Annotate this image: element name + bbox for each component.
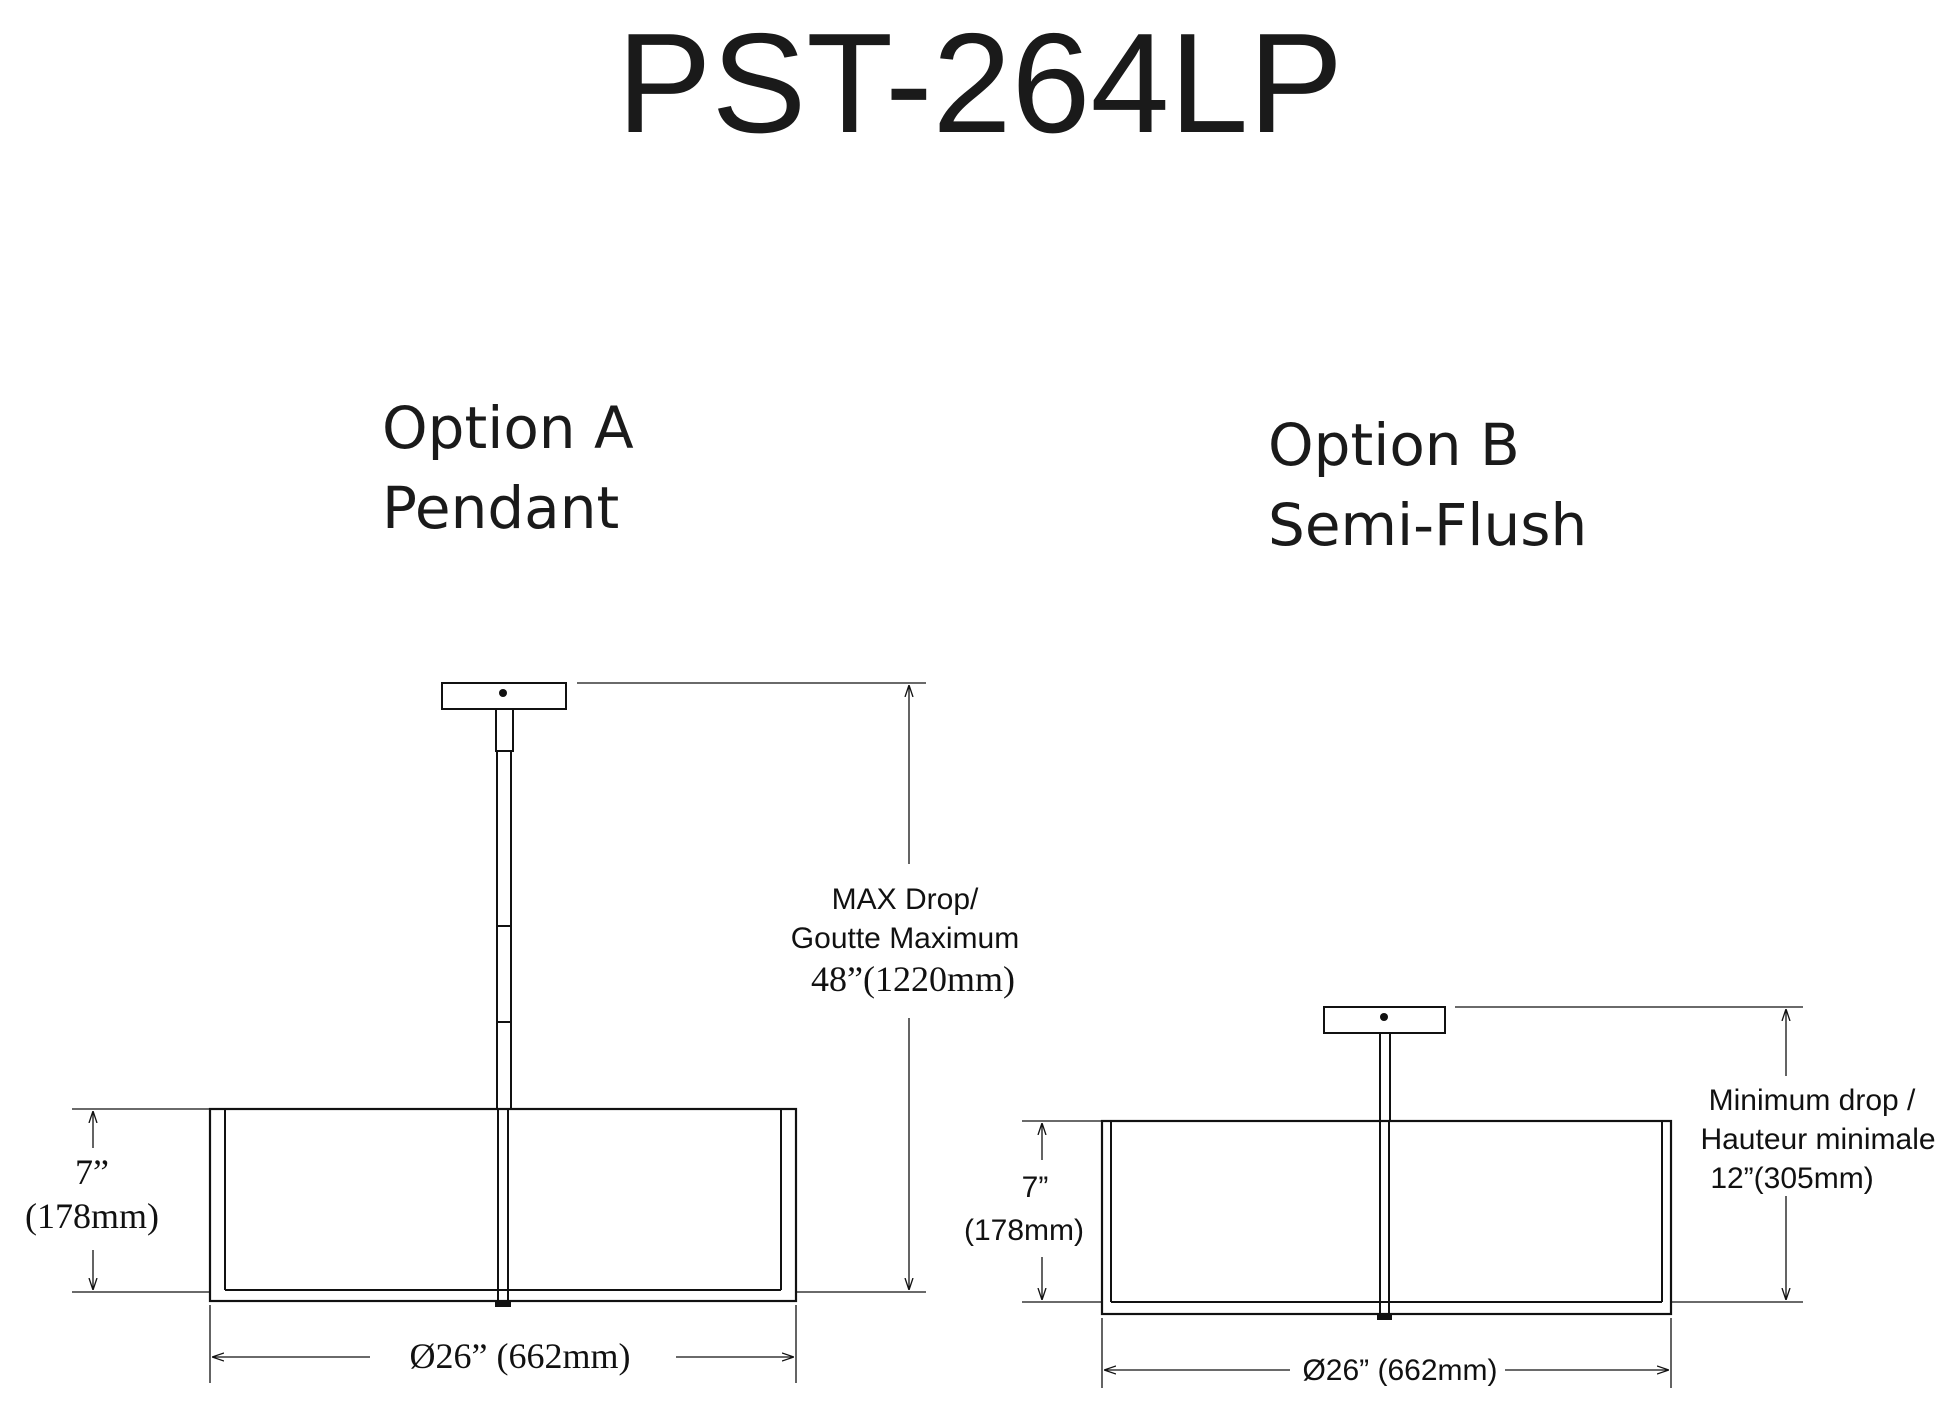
semi-flush-diameter-label: Ø26” (662mm) xyxy=(1302,1354,1497,1387)
semi-flush-shade xyxy=(1100,1119,1673,1316)
pendant-drop-label-1: MAX Drop/ xyxy=(832,883,979,916)
option-a-subtitle: Pendant xyxy=(382,474,619,542)
semi-flush-drop-label-2: Hauteur minimale xyxy=(1700,1123,1935,1156)
semi-flush-height-label: 7” xyxy=(1022,1171,1049,1204)
option-b-title: Option B xyxy=(1268,411,1520,479)
pendant-shade xyxy=(208,1107,798,1303)
semi-flush-dimensions xyxy=(1022,1006,1803,1388)
pendant-fixture xyxy=(208,682,798,1307)
model-title: PST-264LP xyxy=(617,4,1343,163)
pendant-height-value: (178mm) xyxy=(25,1196,159,1236)
option-b-subtitle: Semi-Flush xyxy=(1268,491,1587,559)
semi-flush-drop-label-1: Minimum drop / xyxy=(1709,1084,1916,1117)
pendant-canopy-screw xyxy=(499,689,507,697)
pendant-stem-coupler xyxy=(495,708,514,752)
semi-flush-height-value: (178mm) xyxy=(964,1214,1084,1247)
pendant-height-label: 7” xyxy=(75,1152,109,1192)
pendant-drop-value: 48”(1220mm) xyxy=(811,959,1015,999)
semi-flush-finial xyxy=(1377,1314,1392,1320)
pendant-drop-label-2: Goutte Maximum xyxy=(791,922,1019,955)
semi-flush-fixture xyxy=(1100,1006,1673,1320)
semi-flush-drop-value: 12”(305mm) xyxy=(1710,1162,1873,1195)
semi-flush-canopy xyxy=(1323,1006,1446,1034)
pendant-diameter-label: Ø26” (662mm) xyxy=(410,1336,631,1376)
pendant-dimensions xyxy=(72,682,926,1383)
pendant-finial xyxy=(495,1301,511,1307)
semi-flush-canopy-screw xyxy=(1380,1013,1388,1021)
option-a-title: Option A xyxy=(382,394,634,462)
